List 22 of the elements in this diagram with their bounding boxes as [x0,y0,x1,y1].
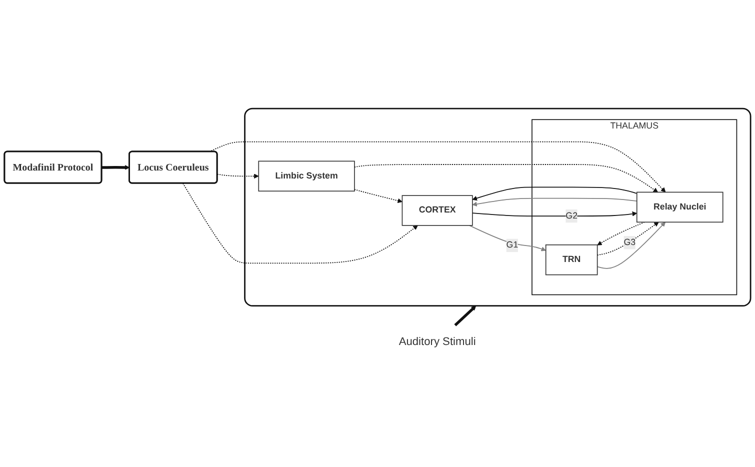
arrow [472,186,638,201]
arrow [216,174,259,179]
arrow [354,164,658,192]
node-box: Relay Nuclei [636,192,724,223]
cluster [244,108,752,307]
node-box: Limbic System [258,160,355,192]
arrow [354,189,402,204]
node-box: CORTEX [402,195,473,226]
node-text: Auditory Stimuli [398,336,476,348]
arrow [182,182,418,264]
arrow [597,222,645,246]
arrow [454,306,476,326]
arrow [472,211,638,216]
edge-label: G1 [506,240,518,250]
arrow [102,165,130,170]
edge-label: G2 [566,211,578,220]
edge-label: G3 [624,238,636,248]
arrow [596,222,659,256]
arrow [468,225,546,252]
arrow [596,222,666,269]
node-box: TRN [545,244,598,276]
arrow [472,198,638,206]
